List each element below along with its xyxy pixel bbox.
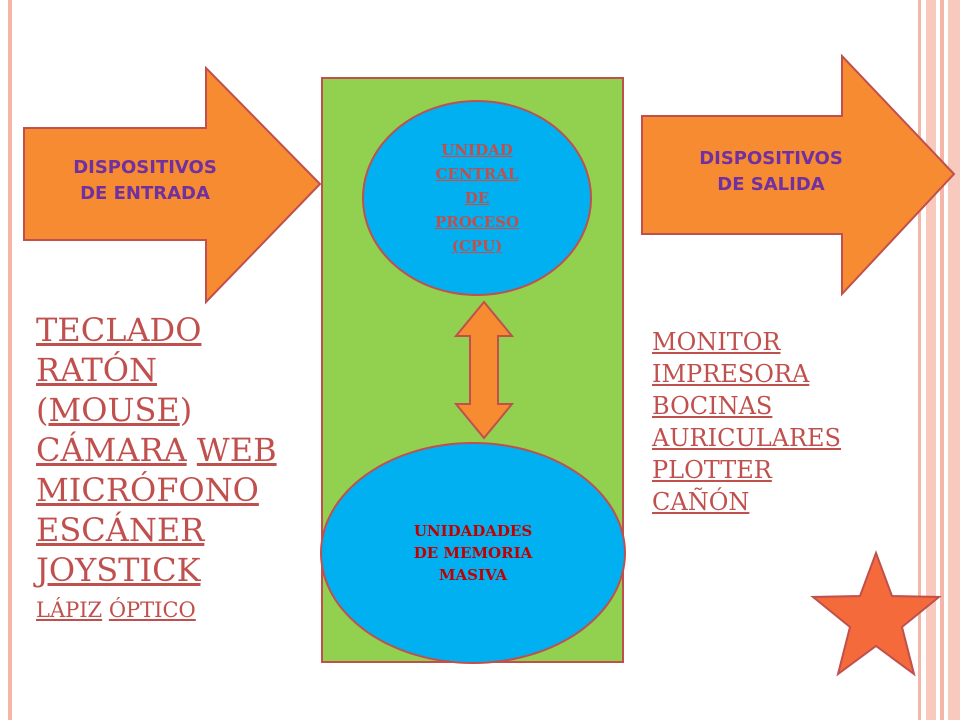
- cpu-label-line2[interactable]: CENTRAL: [435, 165, 519, 183]
- output-arrow-label: DISPOSITIVOS DE SALIDA: [655, 146, 887, 198]
- link-canon[interactable]: CAÑÓN: [652, 488, 750, 516]
- link-raton[interactable]: RATÓN: [36, 351, 158, 389]
- link-web[interactable]: WEB: [196, 431, 277, 469]
- memory-ellipse: UNIDADADES DE MEMORIA MASIVA: [320, 442, 626, 664]
- link-mouse[interactable]: MOUSE: [48, 391, 180, 429]
- input-arrow: [23, 66, 322, 305]
- input-arrow-label-line1: DISPOSITIVOS: [73, 157, 217, 178]
- link-optico[interactable]: ÓPTICO: [108, 598, 196, 622]
- link-camara[interactable]: CÁMARA: [36, 431, 187, 469]
- left-frame-border: [8, 0, 12, 720]
- link-microfono[interactable]: MICRÓFONO: [36, 471, 259, 509]
- output-devices-list: MONITOR IMPRESORA BOCINAS AURICULARES PL…: [652, 326, 841, 518]
- cpu-label-line1[interactable]: UNIDAD: [441, 141, 513, 159]
- cpu-label-line4[interactable]: PROCESO: [434, 213, 520, 231]
- link-auriculares[interactable]: AURICULARES: [652, 424, 841, 452]
- output-arrow-label-line1: DISPOSITIVOS: [699, 148, 843, 169]
- cpu-label-line3[interactable]: DE: [464, 189, 490, 207]
- link-lapiz[interactable]: LÁPIZ: [36, 598, 103, 622]
- memory-label-line2: DE MEMORIA: [413, 544, 533, 562]
- double-arrow: [453, 300, 515, 440]
- paren-open: (: [36, 391, 49, 429]
- output-arrow: [641, 54, 956, 297]
- link-bocinas[interactable]: BOCINAS: [652, 392, 773, 420]
- link-monitor[interactable]: MONITOR: [652, 328, 781, 356]
- input-arrow-label: DISPOSITIVOS DE ENTRADA: [30, 155, 260, 207]
- input-devices-list: TECLADO RATÓN (MOUSE) CÁMARA WEB MICRÓFO…: [36, 310, 277, 630]
- input-arrow-label-line2: DE ENTRADA: [80, 183, 210, 204]
- link-impresora[interactable]: IMPRESORA: [652, 360, 810, 388]
- cpu-label[interactable]: UNIDAD CENTRAL DE PROCESO (CPU): [435, 138, 519, 258]
- link-plotter[interactable]: PLOTTER: [652, 456, 772, 484]
- cpu-label-line5[interactable]: (CPU): [451, 237, 503, 255]
- memory-label-line1: UNIDADADES: [413, 522, 533, 540]
- memory-label-line3: MASIVA: [438, 566, 508, 584]
- paren-close: ): [179, 391, 193, 429]
- memory-label: UNIDADADES DE MEMORIA MASIVA: [414, 520, 533, 586]
- right-decorative-stripes: [918, 0, 960, 720]
- cpu-ellipse[interactable]: UNIDAD CENTRAL DE PROCESO (CPU): [362, 100, 592, 296]
- link-escaner[interactable]: ESCÁNER: [36, 511, 205, 549]
- star-icon: [810, 550, 942, 677]
- output-arrow-label-line2: DE SALIDA: [717, 174, 825, 195]
- link-joystick[interactable]: JOYSTICK: [36, 551, 201, 589]
- link-teclado[interactable]: TECLADO: [36, 311, 202, 349]
